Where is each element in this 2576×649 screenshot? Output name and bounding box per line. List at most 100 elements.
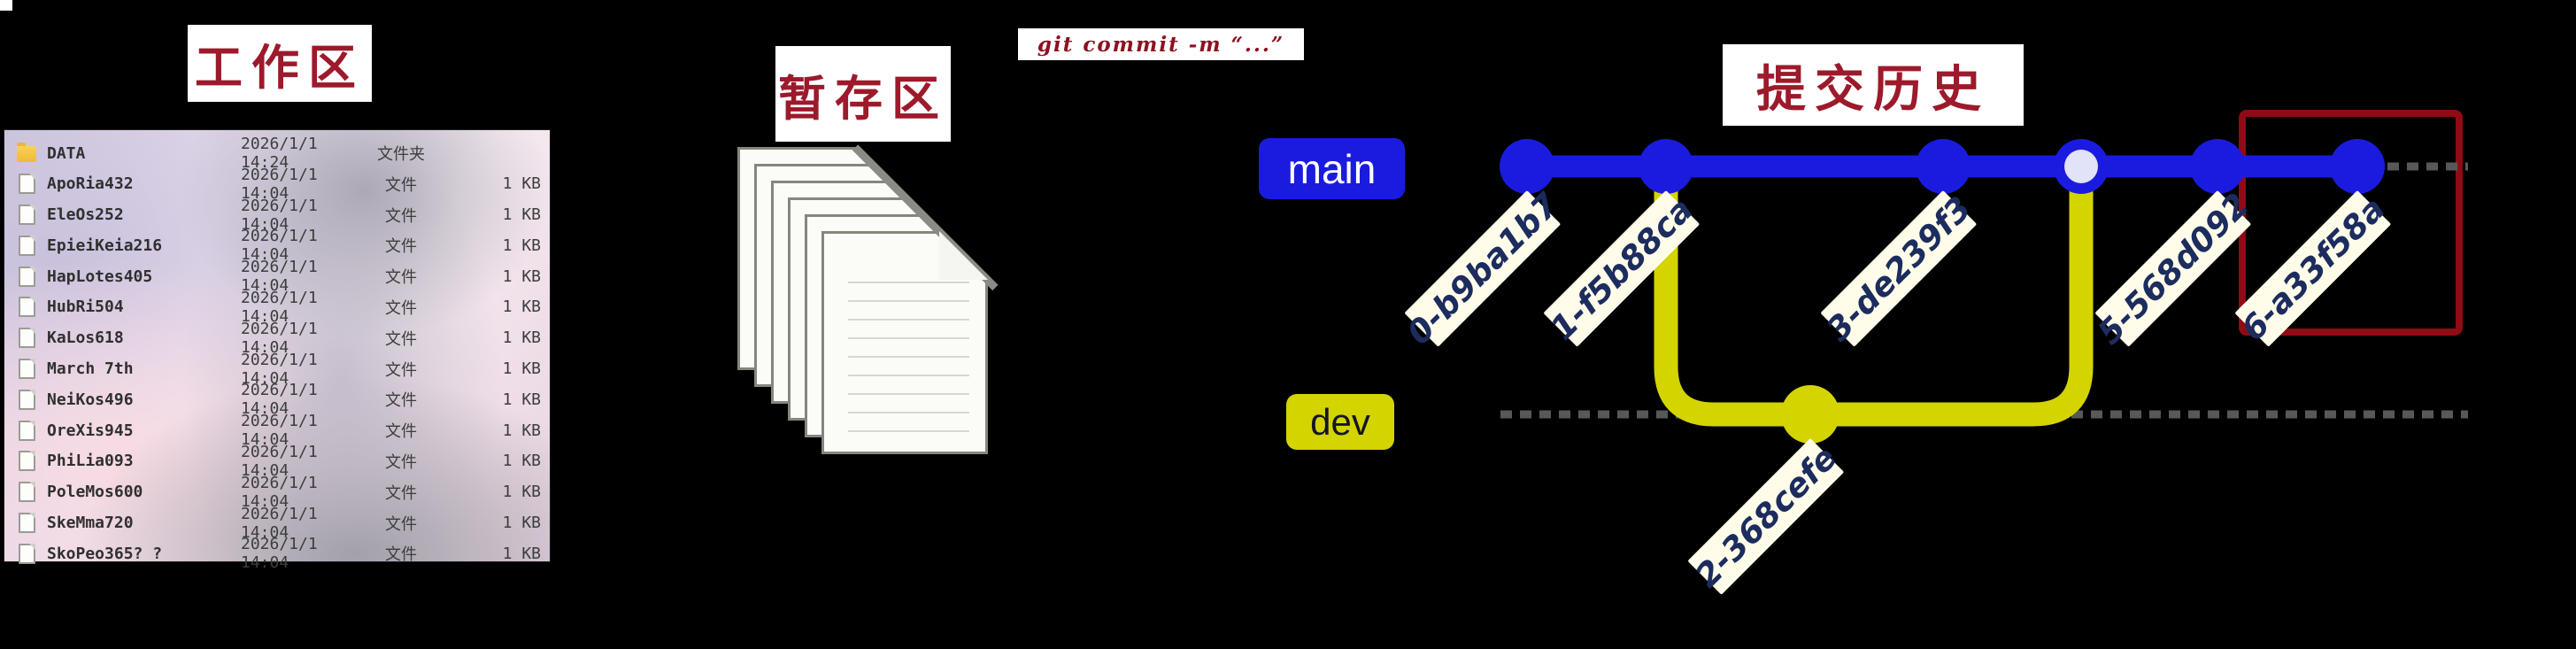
file-row: SkeMma720 2026/1/1 14:04 文件 1 KB <box>4 505 550 542</box>
file-date: 2026/1/1 14:04 <box>241 165 318 203</box>
file-icon <box>19 389 35 410</box>
file-name: DATA <box>47 143 86 163</box>
commit-hash-label-text: 5-568d092 <box>2090 186 2256 352</box>
workspace-title-text: 工作区 <box>195 42 365 95</box>
file-type: 文件 <box>385 422 417 442</box>
commit-hash-label: 6-a33f58a <box>2234 189 2393 348</box>
file-type: 文件 <box>385 483 417 503</box>
file-row: PhiLia093 2026/1/1 14:04 文件 1 KB <box>4 443 550 480</box>
file-size: 1 KB <box>502 328 541 348</box>
commit-hash-label-bg <box>2235 190 2391 346</box>
commit-node <box>1639 139 1693 194</box>
file-size: 1 KB <box>502 452 541 471</box>
file-size: 1 KB <box>502 514 541 533</box>
file-size: 1 KB <box>502 236 541 255</box>
file-name: PhiLia093 <box>47 452 134 471</box>
file-size: 1 KB <box>502 267 541 286</box>
file-type: 文件 <box>385 298 417 318</box>
git-commit-command: git commit -m “...” <box>1018 28 1304 60</box>
file-size: 1 KB <box>502 390 541 409</box>
file-name: SkeMma720 <box>47 514 134 533</box>
workspace-title: 工作区 <box>188 25 372 102</box>
file-size: 1 KB <box>502 483 541 502</box>
file-name: SkoPeo365? ? <box>47 544 163 563</box>
file-icon <box>19 451 35 472</box>
file-size: 1 KB <box>502 297 541 317</box>
file-date: 2026/1/1 14:04 <box>241 350 318 388</box>
page-text-lines <box>848 282 969 448</box>
file-row: OreXis945 2026/1/1 14:04 文件 1 KB <box>4 412 550 449</box>
file-size: 1 KB <box>502 544 541 563</box>
main-branch-label: main <box>1259 138 1405 199</box>
file-date: 2026/1/1 14:04 <box>241 258 318 296</box>
file-name: HapLotes405 <box>47 267 153 286</box>
commit-hash-label-bg <box>2095 190 2251 346</box>
staging-title-text: 暂存区 <box>778 72 948 126</box>
file-type: 文件 <box>385 237 417 257</box>
main-branch-label-text: main <box>1287 145 1377 192</box>
file-icon <box>19 513 35 534</box>
commit-hash-label: 3-de239f3 <box>1819 189 1978 349</box>
commit-node <box>1781 385 1839 444</box>
file-name: KaLos618 <box>47 328 124 348</box>
dev-branch-line <box>1654 175 2094 427</box>
file-type: 文件 <box>385 268 417 288</box>
file-type: 文件 <box>385 545 417 565</box>
file-size: 1 KB <box>502 205 541 225</box>
commit-hash-label-text: 3-de239f3 <box>1819 189 1978 349</box>
staging-title: 暂存区 <box>775 46 951 142</box>
folder-icon <box>17 143 36 162</box>
file-date: 2026/1/1 14:04 <box>241 288 318 326</box>
commit-hash-label-bg <box>1688 438 1844 594</box>
file-icon <box>19 359 35 380</box>
commit-node <box>2330 139 2385 194</box>
staged-files-stack <box>737 144 999 459</box>
commit-node <box>2190 139 2245 194</box>
file-date: 2026/1/1 14:04 <box>241 412 318 450</box>
file-row: HubRi504 2026/1/1 14:04 文件 1 KB <box>4 289 550 326</box>
commit-hash-label: 0-b9ba1b7 <box>1400 186 1566 352</box>
file-name: OreXis945 <box>47 421 134 440</box>
file-icon <box>19 266 35 287</box>
file-size: 1 KB <box>502 421 541 440</box>
file-type: 文件 <box>385 329 417 349</box>
history-title-text: 提交历史 <box>1756 62 1990 118</box>
file-type: 文件 <box>385 514 417 534</box>
dev-branch-label-text: dev <box>1310 400 1370 443</box>
commit-node <box>1500 139 1554 194</box>
file-date: 2026/1/1 14:04 <box>241 535 318 573</box>
commit-hash-label: 5-568d092 <box>2090 186 2256 352</box>
file-type: 文件 <box>385 452 417 472</box>
file-name: HubRi504 <box>47 297 124 317</box>
commit-hash-label-bg <box>1405 190 1561 346</box>
file-icon <box>19 297 35 318</box>
commit-hash-label-text: 0-b9ba1b7 <box>1400 186 1566 352</box>
file-name: EleOs252 <box>47 205 124 225</box>
file-date: 2026/1/1 14:04 <box>241 319 318 357</box>
file-date: 2026/1/1 14:04 <box>241 442 318 480</box>
file-row: KaLos618 2026/1/1 14:04 文件 1 KB <box>4 320 550 357</box>
history-title: 提交历史 <box>1723 44 2024 126</box>
file-date: 2026/1/1 14:04 <box>241 196 318 234</box>
corner-artifact <box>0 0 12 11</box>
file-date: 2026/1/1 14:24 <box>241 135 318 172</box>
commit-hash-label: 2-368cefe <box>1688 438 1844 595</box>
file-size: 1 KB <box>502 359 541 379</box>
file-icon <box>19 482 35 503</box>
file-icon <box>19 543 35 564</box>
commit-node <box>1916 139 1971 194</box>
file-date: 2026/1/1 14:04 <box>241 504 318 542</box>
file-icon <box>19 235 35 256</box>
file-icon <box>19 328 35 349</box>
file-icon <box>19 174 35 195</box>
